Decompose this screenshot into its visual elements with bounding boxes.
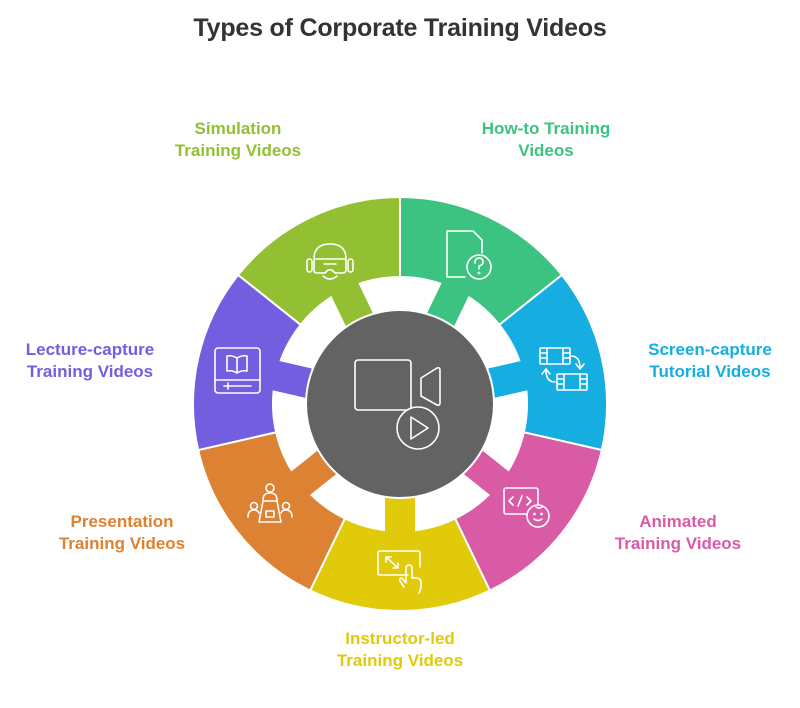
label-line: Tutorial Videos <box>649 362 771 381</box>
code-face-icon <box>503 487 550 528</box>
screen-swap-icon <box>539 347 588 391</box>
label-line: Training Videos <box>174 141 302 160</box>
segment-instructor-led <box>308 494 492 613</box>
label-simulation: Simulation Training Videos <box>175 118 301 162</box>
label-presentation: Presentation Training Videos <box>59 511 185 555</box>
label-line: Training Videos <box>336 651 464 670</box>
label-line: Animated <box>639 512 717 531</box>
label-line: Training Videos <box>58 534 186 553</box>
diagram-title: Types of Corporate Training Videos <box>193 14 607 42</box>
label-lecture-capture: Lecture-capture Training Videos <box>26 339 154 383</box>
label-line: Training Videos <box>26 362 154 381</box>
segment-screen-capture <box>484 273 608 452</box>
document-question-icon <box>446 230 492 280</box>
center-circle <box>305 309 495 499</box>
label-line: Screen-capture <box>648 340 772 359</box>
vr-headset-icon <box>306 243 354 280</box>
label-line: Videos <box>518 141 574 160</box>
label-line: Training Videos <box>614 534 742 553</box>
video-camera-play-icon <box>354 359 441 450</box>
book-video-icon <box>214 347 261 394</box>
label-screen-capture: Screen-capture Tutorial Videos <box>648 339 772 383</box>
label-line: Presentation <box>70 512 174 531</box>
label-animated: Animated Training Videos <box>615 511 741 555</box>
label-instructor-led: Instructor-led Training Videos <box>337 628 463 672</box>
label-how-to: How-to Training Videos <box>482 118 610 162</box>
touch-resize-icon <box>377 550 422 594</box>
label-line: How-to Training <box>481 119 611 138</box>
label-line: Instructor-led <box>345 629 455 648</box>
meeting-table-icon <box>247 483 293 523</box>
label-line: Lecture-capture <box>25 340 155 359</box>
label-line: Simulation <box>194 119 282 138</box>
